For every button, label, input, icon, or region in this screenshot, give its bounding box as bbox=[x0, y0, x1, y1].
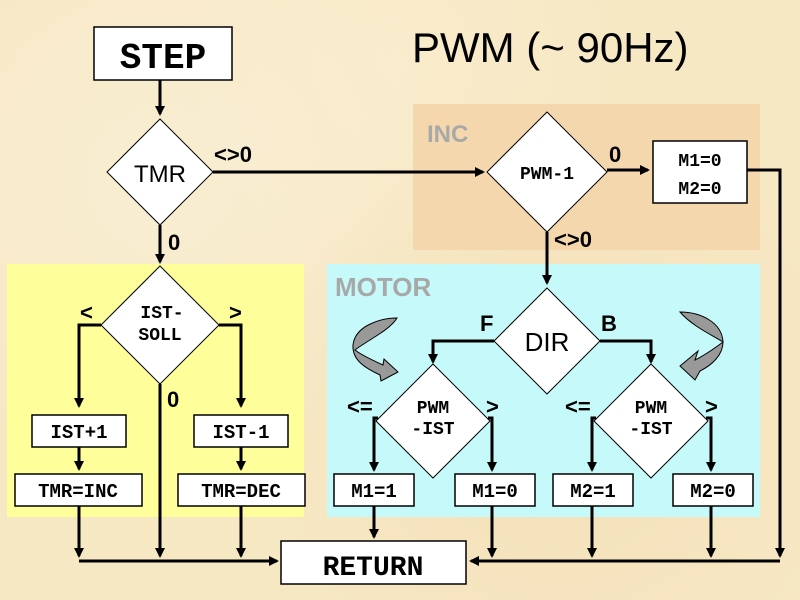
pwm-ist-forward-decision bbox=[375, 363, 491, 479]
loop-arrow-left-icon bbox=[352, 317, 399, 382]
page-title: PWM (~ 90Hz) bbox=[412, 24, 689, 71]
pwm-dec-label: PWM-1 bbox=[520, 165, 574, 185]
inc-region-label: INC bbox=[427, 121, 468, 148]
edge-b-le bbox=[587, 416, 597, 472]
tmr-label: TMR bbox=[134, 161, 186, 188]
edge-label-f-le: <= bbox=[347, 394, 373, 419]
m1-off-label: M1=0 bbox=[472, 481, 518, 503]
edge-dir-forward bbox=[428, 339, 494, 364]
edge-ist-less bbox=[74, 323, 101, 408]
m-reset-label-line1: M1=0 bbox=[678, 152, 721, 172]
m1-on-box bbox=[333, 473, 415, 507]
dir-label: DIR bbox=[525, 327, 570, 357]
edge-f-gt bbox=[487, 416, 497, 472]
edge-label-ist-zero: 0 bbox=[167, 387, 179, 412]
pwm-ist-backward-label-line2: -IST bbox=[629, 420, 672, 440]
ist-minus-box bbox=[193, 414, 289, 448]
m2-on-label: M2=1 bbox=[570, 481, 616, 503]
step-box bbox=[93, 26, 233, 81]
tmr-inc-label: TMR=INC bbox=[38, 481, 118, 503]
edge-label-dir-backward: B bbox=[601, 311, 617, 336]
return-box bbox=[280, 540, 467, 585]
edge-label-ist-greater: > bbox=[229, 300, 242, 325]
m-reset-label-line2: M2=0 bbox=[678, 180, 721, 200]
loop-arrow-right-icon bbox=[678, 311, 724, 381]
edge-label-b-gt: > bbox=[705, 394, 718, 419]
edge-ist-greater bbox=[219, 323, 246, 408]
m1-on-label: M1=1 bbox=[351, 481, 397, 503]
motor-region-label: MOTOR bbox=[335, 272, 432, 302]
edge-dir-backward bbox=[600, 339, 656, 364]
m2-off-box bbox=[672, 473, 754, 507]
edge-label-pwm-zero: 0 bbox=[609, 142, 621, 167]
edge-mreset-return bbox=[747, 168, 785, 558]
dir-decision bbox=[493, 287, 601, 395]
pwm-ist-backward-label-line1: PWM bbox=[635, 399, 667, 419]
m1-off-box bbox=[454, 473, 536, 507]
pwm-ist-forward-label-line2: -IST bbox=[411, 420, 454, 440]
edge-label-tmr-nonzero: <>0 bbox=[214, 142, 252, 167]
tmr-dec-label: TMR=DEC bbox=[201, 481, 281, 503]
pwm-ist-backward-decision bbox=[593, 363, 709, 479]
ist-soll-label-line1: IST- bbox=[140, 304, 183, 324]
ist-soll-label-line2: SOLL bbox=[138, 326, 181, 346]
edge-label-pwm-nonzero: <>0 bbox=[554, 227, 592, 252]
m2-off-label: M2=0 bbox=[690, 481, 736, 503]
edge-label-ist-less: < bbox=[80, 300, 93, 325]
step-label: STEP bbox=[120, 38, 206, 79]
tmr-inc-box bbox=[14, 473, 143, 507]
pwm-ist-forward-label-line1: PWM bbox=[417, 399, 449, 419]
ist-plus-label: IST+1 bbox=[50, 422, 107, 444]
edge-label-b-le: <= bbox=[565, 394, 591, 419]
edge-label-tmr-zero: 0 bbox=[168, 230, 180, 255]
edge-label-dir-forward: F bbox=[480, 311, 493, 336]
edge-label-f-gt: > bbox=[486, 394, 499, 419]
edge-f-le bbox=[369, 416, 379, 472]
ist-minus-label: IST-1 bbox=[212, 422, 269, 444]
edge-b-gt bbox=[706, 416, 716, 472]
return-label: RETURN bbox=[323, 553, 424, 584]
tmr-dec-box bbox=[177, 473, 306, 507]
m-reset-box bbox=[652, 140, 748, 204]
